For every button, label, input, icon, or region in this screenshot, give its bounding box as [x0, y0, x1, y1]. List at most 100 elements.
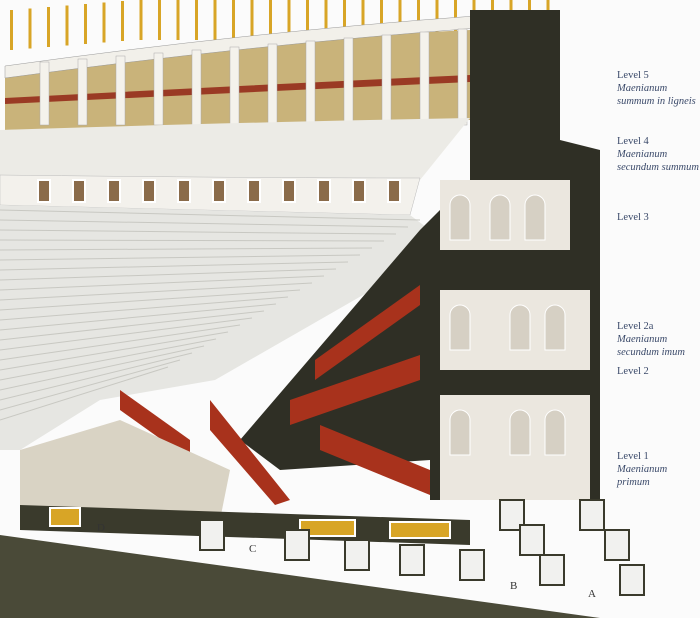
podium-area — [20, 420, 230, 525]
statue-niche — [317, 179, 331, 203]
gold-pole — [102, 2, 106, 43]
seating-row — [0, 303, 277, 331]
gold-pole — [47, 7, 50, 47]
seating-row — [0, 261, 349, 271]
pier — [284, 529, 310, 561]
arches — [449, 194, 566, 456]
gold-pole — [380, 0, 383, 40]
gold-pole — [28, 8, 32, 49]
seating-row — [0, 247, 373, 251]
gold-pole — [361, 0, 365, 40]
seating-row — [0, 310, 265, 341]
gold-pole — [417, 0, 420, 40]
seating-row — [0, 345, 205, 391]
statue-niche — [387, 179, 401, 203]
statue-niche — [72, 179, 86, 203]
arch — [509, 304, 531, 351]
seating-row — [0, 275, 325, 291]
gold-pole — [176, 0, 180, 40]
gold-pole — [250, 0, 254, 40]
gold-pole — [158, 0, 161, 40]
upper-seating — [0, 118, 470, 180]
gold-pole — [324, 0, 328, 40]
gold-pole — [84, 4, 87, 44]
arch — [524, 194, 546, 241]
gold-pole — [213, 0, 217, 40]
gold-pole — [306, 0, 309, 40]
statue-niche — [177, 179, 191, 203]
arena-substructure — [0, 535, 600, 618]
gold-pole — [269, 0, 272, 40]
seating-row — [0, 366, 169, 421]
pier — [619, 564, 645, 596]
seating-row — [0, 324, 241, 361]
arch — [509, 409, 531, 456]
stair-level-2 — [290, 355, 420, 425]
column — [267, 43, 278, 126]
entrance-label-a: A — [588, 588, 596, 600]
statue-niche — [107, 179, 121, 203]
seating-row — [0, 352, 193, 401]
gold-pole — [232, 0, 235, 40]
gold-pole — [121, 1, 124, 41]
statue-niche — [212, 179, 226, 203]
seating-row — [0, 219, 409, 228]
label-level-3: Level 3 — [617, 212, 649, 223]
seating-row — [0, 229, 397, 235]
podium-panel — [49, 507, 81, 527]
entrance-label-d: D — [97, 522, 105, 534]
column — [457, 28, 468, 126]
statue-niche — [142, 179, 156, 203]
arch — [449, 409, 471, 456]
arch — [544, 409, 566, 456]
seating-row — [0, 296, 289, 321]
gold-pole — [398, 0, 402, 40]
gold-pole — [65, 5, 69, 46]
column — [153, 52, 164, 126]
gold-pole — [10, 10, 13, 50]
gold-pole — [343, 0, 346, 40]
pier — [519, 524, 545, 556]
entrance-label-b: B — [510, 580, 518, 592]
pier — [579, 499, 605, 531]
column — [229, 46, 240, 126]
seating-row — [0, 209, 421, 221]
seating-rows — [0, 209, 421, 421]
statue-niche — [247, 179, 261, 203]
column — [419, 31, 430, 126]
seating-row — [0, 331, 229, 371]
podium-panel — [299, 519, 356, 537]
pier — [344, 539, 370, 571]
seating-row — [0, 359, 181, 411]
lower-stairs — [120, 390, 290, 505]
podium-panel — [389, 521, 451, 539]
column — [343, 37, 354, 126]
column — [381, 34, 392, 126]
entrance-label-c: C — [249, 543, 257, 555]
column — [115, 55, 126, 126]
gold-pole — [139, 0, 143, 40]
statue-niches — [37, 179, 401, 203]
pier — [459, 549, 485, 581]
gold-pole — [287, 0, 291, 40]
seating-row — [0, 317, 253, 351]
column — [77, 58, 88, 126]
seating-row — [0, 289, 301, 311]
seating-row — [0, 239, 385, 242]
podium-wall — [20, 505, 470, 545]
column — [39, 61, 50, 126]
arch — [449, 304, 471, 351]
arch — [449, 194, 471, 241]
statue-niche — [352, 179, 366, 203]
pier — [539, 554, 565, 586]
seating-row — [0, 254, 361, 261]
statue-niche — [282, 179, 296, 203]
arch — [489, 194, 511, 241]
column — [191, 49, 202, 126]
outer-piers — [199, 499, 645, 596]
